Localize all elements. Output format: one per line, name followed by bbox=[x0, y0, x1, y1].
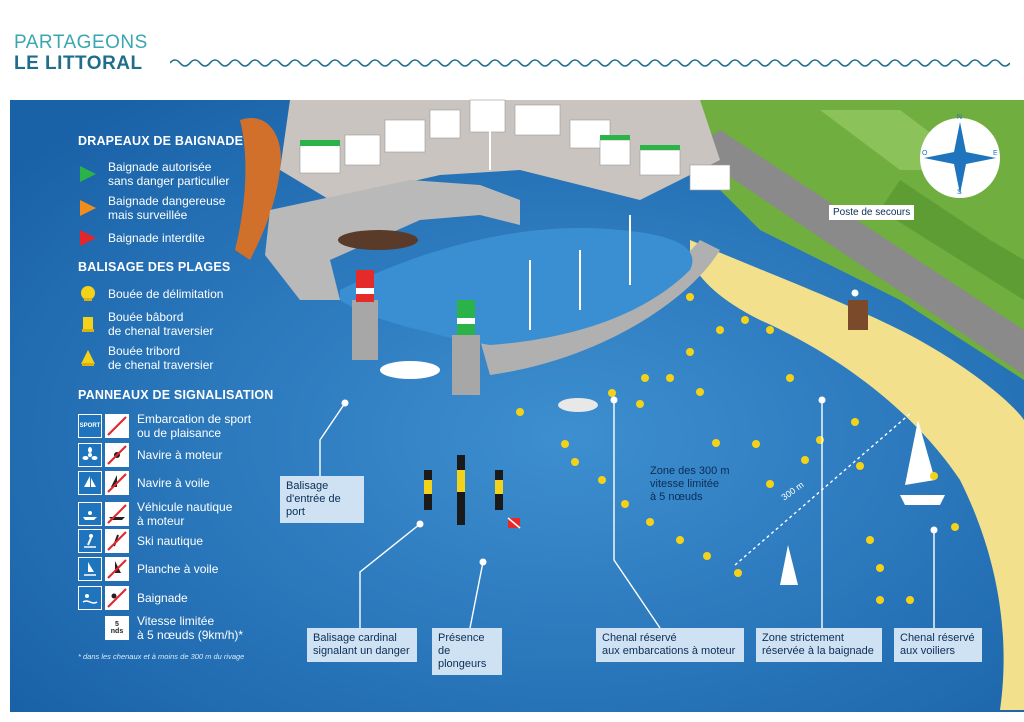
no-sport-icon bbox=[105, 414, 129, 438]
page-header: PARTAGEONS LE LITTORAL bbox=[14, 32, 148, 74]
label-lifeguard: Poste de secours bbox=[829, 205, 915, 220]
footnote: * dans les chenaux et à moins de 300 m d… bbox=[78, 652, 245, 661]
sign-row-swim: Baignade bbox=[78, 586, 188, 610]
no-waterski-icon bbox=[105, 529, 129, 553]
flag-label-red: Baignade interdite bbox=[108, 231, 205, 245]
buoys-title: BALISAGE DES PLAGES bbox=[78, 260, 231, 274]
speed-limit-icon: 5 nds bbox=[105, 616, 129, 640]
sign-label-sail: Navire à voile bbox=[137, 476, 210, 490]
lighthouse-green bbox=[452, 300, 480, 395]
label-cardinal: Balisage cardinal signalant un danger bbox=[307, 628, 417, 662]
cliff bbox=[235, 118, 281, 260]
wave-decoration bbox=[170, 59, 1010, 67]
sign-row-sail: Navire à voile bbox=[78, 471, 210, 495]
header-line2: LE LITTORAL bbox=[14, 53, 143, 74]
label-motor-channel: Chenal réservé aux embarcations à moteur bbox=[596, 628, 744, 662]
buoy-item-cone: Bouée tribord de chenal traversier bbox=[78, 344, 213, 372]
dinghy bbox=[558, 398, 598, 412]
label-speed-zone: Zone des 300 m vitesse limitée à 5 nœuds bbox=[650, 465, 730, 503]
label-swim-zone: Zone strictement réservée à la baignade bbox=[756, 628, 882, 662]
jetski-icon bbox=[78, 502, 102, 526]
compass-east: E bbox=[993, 150, 998, 157]
distance-300m-line bbox=[734, 411, 913, 566]
sign-row-motor: Navire à moteur bbox=[78, 443, 222, 467]
sign-row-speed: 5 nds Vitesse limitée à 5 nœuds (9km/h)* bbox=[78, 614, 243, 642]
buoy-item-sphere: Bouée de délimitation bbox=[78, 284, 223, 304]
sport-icon: SPORT bbox=[78, 414, 102, 438]
label-sail-channel: Chenal réservé aux voiliers bbox=[894, 628, 982, 662]
sign-label-jetski: Véhicule nautique à moteur bbox=[137, 500, 233, 528]
flag-item-red: Baignade interdite bbox=[78, 228, 205, 248]
sign-row-waterski: Ski nautique bbox=[78, 529, 203, 553]
no-windsurf-icon bbox=[105, 557, 129, 581]
beach bbox=[690, 240, 1024, 710]
flag-item-orange: Baignade dangereuse mais surveillée bbox=[78, 194, 225, 222]
green-flag-icon bbox=[80, 166, 96, 182]
buoy-label-cone: Bouée tribord de chenal traversier bbox=[108, 344, 214, 372]
sailboat-icon bbox=[78, 471, 102, 495]
sign-label-waterski: Ski nautique bbox=[137, 534, 204, 548]
flag-label-green: Baignade autorisée sans danger particuli… bbox=[108, 160, 230, 188]
sign-label-speed: Vitesse limitée à 5 nœuds (9km/h)* bbox=[137, 614, 244, 642]
yellow-buoys bbox=[516, 293, 959, 604]
signs-title: PANNEAUX DE SIGNALISATION bbox=[78, 388, 274, 402]
swimmer-icon bbox=[78, 586, 102, 610]
catamaran bbox=[900, 420, 945, 505]
sign-label-sport: Embarcation de sport ou de plaisance bbox=[137, 412, 252, 440]
no-swimmer-icon bbox=[105, 586, 129, 610]
header-line1: PARTAGEONS bbox=[14, 32, 148, 53]
lighthouse-red bbox=[352, 270, 378, 360]
sphere-buoy-icon bbox=[81, 286, 95, 301]
sign-row-jetski: Véhicule nautique à moteur bbox=[78, 500, 232, 528]
no-propeller-icon bbox=[105, 443, 129, 467]
pointer-lines bbox=[319, 400, 935, 629]
orange-flag-icon bbox=[80, 200, 96, 216]
buoy-label-can: Bouée bâbord de chenal traversier bbox=[108, 310, 214, 338]
no-sailboat-icon bbox=[105, 471, 129, 495]
buoy-label-sphere: Bouée de délimitation bbox=[108, 287, 224, 301]
quay bbox=[265, 180, 520, 300]
cardinal-buoys bbox=[424, 455, 503, 525]
propeller-icon bbox=[78, 443, 102, 467]
breakwater bbox=[480, 240, 720, 375]
lifeguard-hut bbox=[848, 300, 868, 330]
sign-row-windsurf: Planche à voile bbox=[78, 557, 218, 581]
compass-north: N bbox=[957, 114, 963, 121]
compass-west: O bbox=[922, 150, 928, 157]
waterski-icon bbox=[78, 529, 102, 553]
can-buoy-icon bbox=[82, 317, 94, 332]
label-port-entry: Balisage d'entrée de port bbox=[280, 476, 364, 523]
flags-title: DRAPEAUX DE BAIGNADE bbox=[78, 134, 244, 148]
windsurfer bbox=[780, 545, 798, 585]
sign-label-swim: Baignade bbox=[137, 591, 188, 605]
label-divers: Présence de plongeurs bbox=[432, 628, 502, 675]
flag-item-green: Baignade autorisée sans danger particuli… bbox=[78, 160, 229, 188]
flag-label-orange: Baignade dangereuse mais surveillée bbox=[108, 194, 226, 222]
red-flag-icon bbox=[80, 230, 96, 246]
harbor bbox=[340, 228, 693, 345]
moored-boats bbox=[338, 120, 631, 379]
sign-row-sport: SPORT Embarcation de sport ou de plaisan… bbox=[78, 412, 251, 440]
sign-label-windsurf: Planche à voile bbox=[137, 562, 219, 576]
buoy-item-can: Bouée bâbord de chenal traversier bbox=[78, 310, 213, 338]
compass-rose-icon bbox=[924, 122, 996, 194]
cone-buoy-icon bbox=[81, 350, 95, 366]
compass-south: S bbox=[957, 189, 962, 196]
sign-label-motor: Navire à moteur bbox=[137, 448, 223, 462]
road bbox=[690, 130, 1024, 375]
windsurf-icon bbox=[78, 557, 102, 581]
no-jetski-icon bbox=[105, 502, 129, 526]
